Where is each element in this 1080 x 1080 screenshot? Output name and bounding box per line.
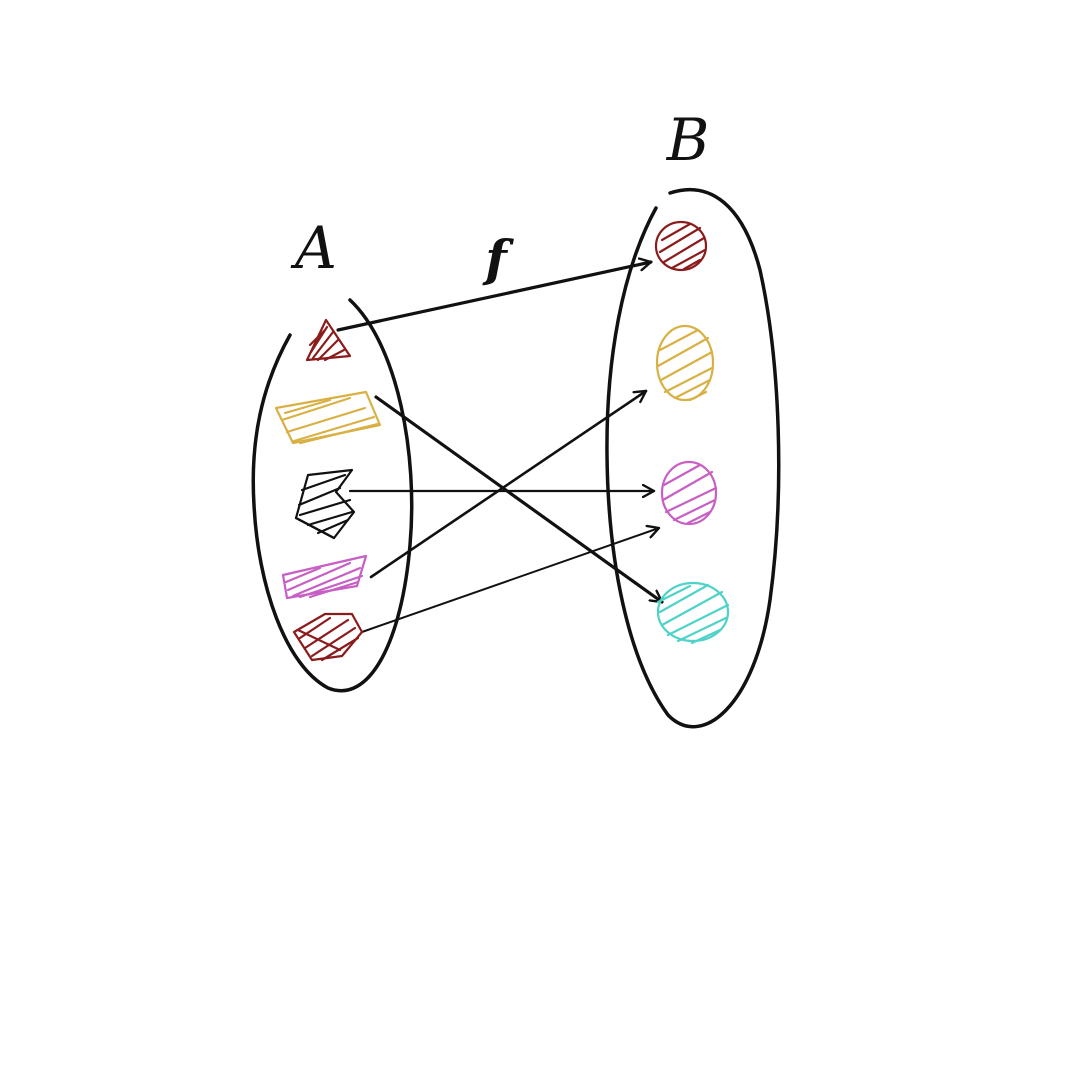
oval-shape [655,324,715,402]
circle-shape [656,581,730,645]
set-a-outline [251,298,414,693]
mapping-arrows [336,262,664,633]
mapping-arrow-a2-b4 [374,395,664,604]
set-a-label: A [290,214,337,282]
set-b-outline [605,187,781,729]
mapping-arrow-a5-b3 [361,528,659,633]
triangle-shape [305,318,352,362]
set-b-label: B [666,106,710,174]
mapping-arrow-a1-b1 [336,262,653,332]
mapping-arrow-a4-b2 [369,389,648,579]
jagged-polygon-shape [294,468,356,540]
codomain-elements [654,220,730,645]
arrow-pentagon-shape [292,612,364,662]
mapping-label: f [482,229,514,288]
circle-shape [660,460,718,526]
circle-shape [654,220,708,272]
domain-elements [274,318,382,662]
rectangle-shape [274,390,382,445]
parallelogram-shape [281,554,368,600]
